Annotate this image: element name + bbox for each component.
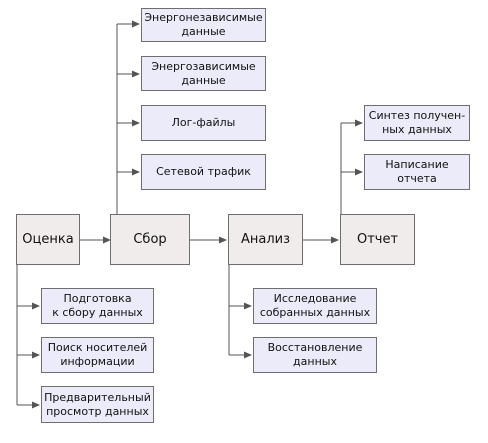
stage-collection: Сбор <box>110 214 190 265</box>
item-research-data: Исследование собранных данных <box>253 288 377 324</box>
item-data-recovery: Восстановление данных <box>253 337 377 373</box>
item-network-traffic: Сетевой трафик <box>141 154 266 190</box>
item-preview-data: Предварительный просмотр данных <box>41 386 154 423</box>
stage-analysis: Анализ <box>228 214 303 265</box>
item-nonvolatile-data: Энергонезависимые данные <box>141 8 266 42</box>
item-log-files: Лог-файлы <box>141 105 266 141</box>
item-volatile-data: Энергозависимые данные <box>141 56 266 91</box>
item-synthesis: Синтез получен- ных данных <box>364 105 470 141</box>
stage-report: Отчет <box>340 214 415 265</box>
item-prepare-collection: Подготовка к сбору данных <box>41 288 154 324</box>
stage-evaluation: Оценка <box>16 214 80 265</box>
item-report-writing: Написание отчета <box>364 154 470 190</box>
item-find-media: Поиск носителей информации <box>41 337 154 373</box>
